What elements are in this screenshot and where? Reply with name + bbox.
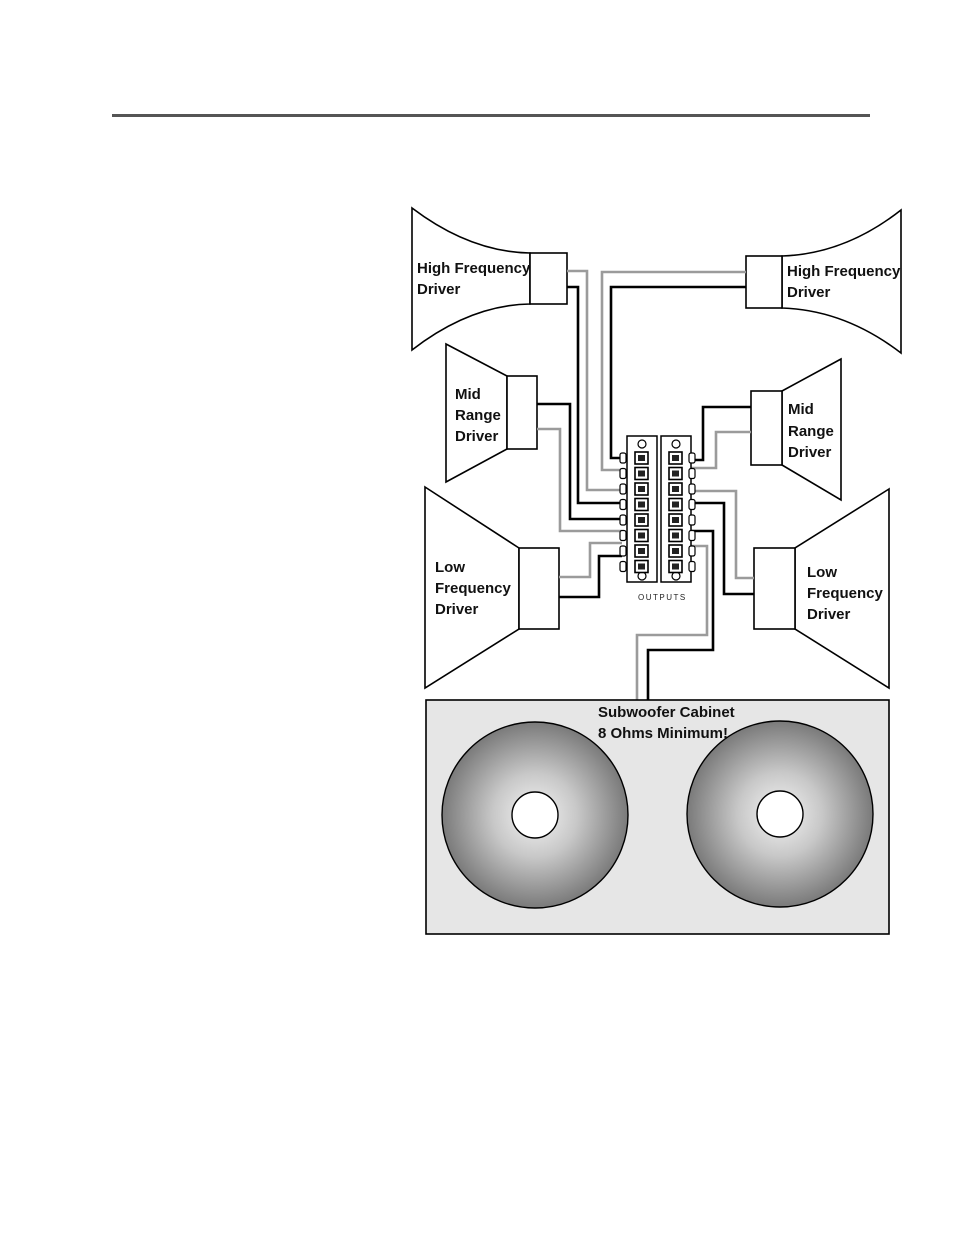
terminal-clamp xyxy=(620,531,626,541)
terminal-slot-contact xyxy=(638,564,645,570)
hf-driver-left: High Frequency Driver xyxy=(412,208,567,350)
wire-low-right-pos xyxy=(686,503,754,594)
mid-driver-left: Mid Range Driver xyxy=(446,344,537,482)
terminal-slot-contact xyxy=(638,533,645,539)
low-driver-left: Low Frequency Driver xyxy=(425,487,559,688)
terminal-clamp xyxy=(689,531,695,541)
terminal-slot-contact xyxy=(638,471,645,477)
mid-driver-right: Mid Range Driver xyxy=(751,359,841,500)
terminal-clamp xyxy=(620,500,626,510)
outputs-label: OUTPUTS xyxy=(638,593,687,602)
terminal-slot-contact xyxy=(638,455,645,461)
wire-low-left-neg xyxy=(559,543,622,577)
terminal-clamp xyxy=(689,546,695,556)
terminal-clamp xyxy=(620,562,626,572)
hf-horn-right xyxy=(782,210,901,353)
terminal-slot-contact xyxy=(672,455,679,461)
terminal-slot-contact xyxy=(672,502,679,508)
mid-driver-box-right xyxy=(751,391,782,465)
terminal-slot-contact xyxy=(672,517,679,523)
terminal-slot-contact xyxy=(672,564,679,570)
terminal-screw xyxy=(672,440,680,448)
hf-horn-left xyxy=(412,208,530,350)
terminal-clamp xyxy=(620,469,626,479)
terminal-clamp xyxy=(620,453,626,463)
low-driver-right: Low Frequency Driver xyxy=(754,489,889,688)
terminal-slot-contact xyxy=(638,548,645,554)
terminal-slot-contact xyxy=(638,502,645,508)
wire-mid-right-neg xyxy=(686,432,751,468)
subwoofer-cabinet: Subwoofer Cabinet 8 Ohms Minimum! xyxy=(426,700,889,934)
terminal-clamp xyxy=(689,515,695,525)
terminal-clamp xyxy=(620,546,626,556)
hf-driver-box-left xyxy=(530,253,567,304)
terminal-clamp xyxy=(689,500,695,510)
terminal-slot-contact xyxy=(638,517,645,523)
terminal-slot-contact xyxy=(672,533,679,539)
mid-driver-box-left xyxy=(507,376,537,449)
terminal-clamp xyxy=(620,484,626,494)
terminal-screw xyxy=(638,440,646,448)
terminal-clamp xyxy=(620,515,626,525)
subwoofer-dustcap-left xyxy=(512,792,558,838)
low-driver-box-left xyxy=(519,548,559,629)
hf-driver-right: High Frequency Driver xyxy=(746,210,905,353)
hf-driver-box-right xyxy=(746,256,782,308)
subwoofer-dustcap-right xyxy=(757,791,803,837)
low-driver-box-right xyxy=(754,548,795,629)
wire-mid-left-neg xyxy=(537,429,622,531)
terminal-slot-contact xyxy=(672,548,679,554)
terminal-clamp xyxy=(689,484,695,494)
wire-mid-right-pos xyxy=(686,407,751,460)
terminal-clamp xyxy=(689,562,695,572)
terminal-clamp xyxy=(689,469,695,479)
terminal-slot-contact xyxy=(672,486,679,492)
terminal-slot-contact xyxy=(672,471,679,477)
terminal-slot-contact xyxy=(638,486,645,492)
terminal-clamp xyxy=(689,453,695,463)
output-terminal-block: OUTPUTS xyxy=(620,436,695,602)
